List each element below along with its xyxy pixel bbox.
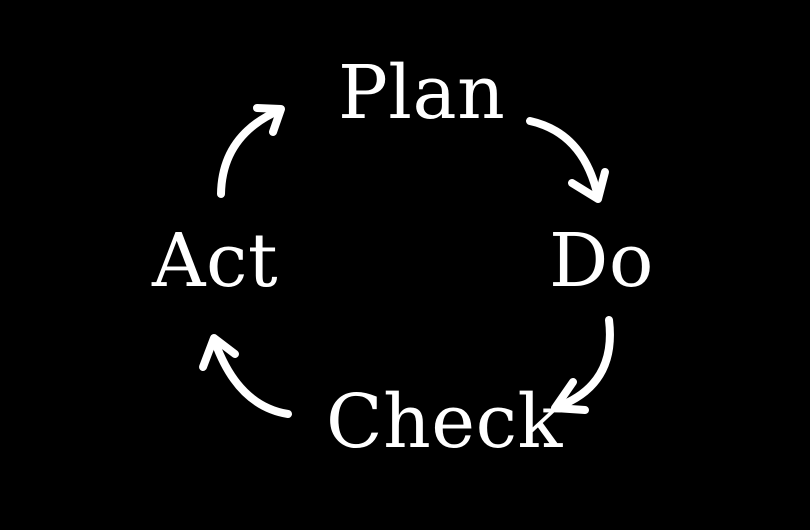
stage-plan-label: Plan — [338, 50, 506, 136]
arrow-plan-to-do — [526, 117, 609, 203]
arrow-do-to-check — [551, 316, 614, 414]
stage-check-label: Check — [326, 379, 563, 465]
arrow-check-to-act — [199, 334, 292, 418]
stage-do-label: Do — [549, 218, 654, 304]
stage-act-label: Act — [152, 218, 279, 304]
arrow-act-to-plan — [217, 104, 285, 198]
